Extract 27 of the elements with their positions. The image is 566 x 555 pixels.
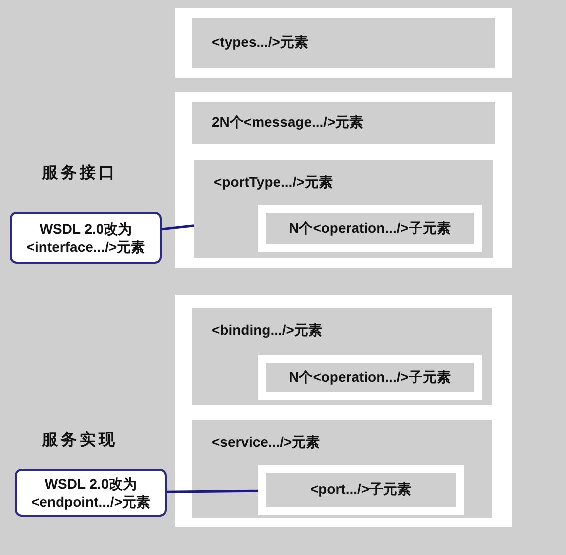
element-label: <portType.../>元素 (214, 174, 333, 192)
callout-text: WSDL 2.0改为 <endpoint.../>元素 (30, 475, 152, 511)
element-box (192, 308, 492, 405)
leader-line (166, 490, 258, 494)
element-label: 2N个<message.../>元素 (212, 114, 364, 132)
callout-text: WSDL 2.0改为 <interface.../>元素 (26, 220, 146, 256)
panel-box (175, 295, 512, 527)
child-element-box (258, 465, 464, 515)
element-box (194, 160, 493, 258)
element-label: <types.../>元素 (212, 34, 308, 52)
section-label: 服务接口 (42, 163, 118, 184)
panel-box (175, 8, 512, 78)
element-label: N个<operation.../>子元素 (289, 220, 451, 238)
element-label: <port.../>子元素 (310, 481, 412, 499)
section-label: 服务实现 (42, 430, 118, 451)
child-element-box (258, 205, 482, 252)
element-box (192, 18, 495, 68)
callout-box (15, 469, 167, 517)
element-box (192, 420, 492, 518)
leader-line (162, 224, 194, 231)
callout-box (10, 212, 162, 264)
panel-box (175, 92, 512, 268)
element-label: <binding.../>元素 (212, 322, 322, 340)
element-label: <service.../>元素 (212, 434, 320, 452)
child-element-box (258, 355, 482, 400)
element-box (192, 102, 495, 144)
element-label: N个<operation.../>子元素 (289, 368, 451, 386)
